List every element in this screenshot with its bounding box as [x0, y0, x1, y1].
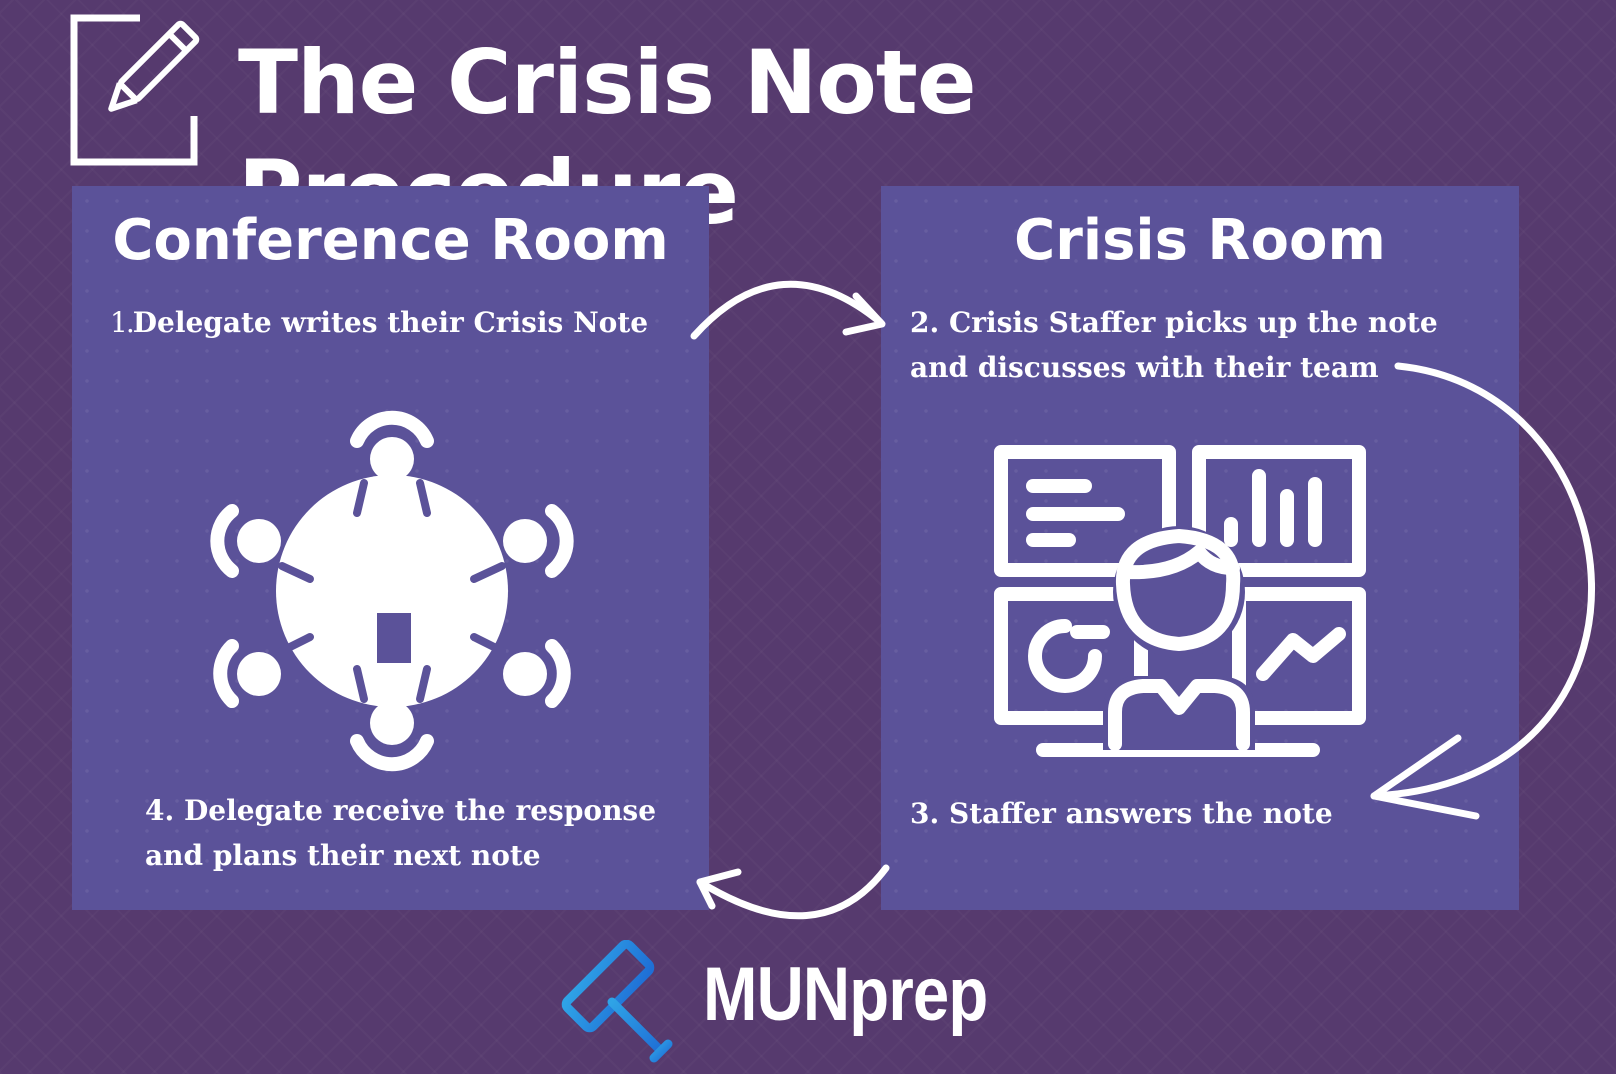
conference-room-title: Conference Room [112, 208, 669, 273]
step-3-text: 3. Staffer answers the note [910, 797, 1333, 830]
brand-name: MUNprep [703, 952, 988, 1037]
dashboard-analyst-icon [994, 445, 1366, 757]
step-4-line-1: 4. Delegate receive the response [145, 794, 657, 827]
arrow-step-1-to-2 [690, 280, 886, 340]
step-4-text: 4. Delegate receive the response and plan… [145, 788, 656, 878]
step-1-text: 1.Delegate writes their Crisis Note [110, 300, 648, 345]
step-1-label: Delegate writes their Crisis Note [132, 306, 649, 339]
conference-room-panel: Conference Room 1.Delegate writes their … [72, 186, 709, 910]
step-2-line-1: 2. Crisis Staffer picks up the note [910, 306, 1438, 339]
edit-note-icon [70, 14, 200, 166]
step-1-number: 1. [110, 306, 135, 339]
conference-table-icon [210, 410, 574, 772]
crisis-room-panel: Crisis Room 2. Crisis Staffer picks up t… [881, 186, 1519, 910]
step-4-line-2: and plans their next note [145, 839, 541, 872]
step-2-text: 2. Crisis Staffer picks up the note and d… [910, 300, 1438, 390]
arrow-step-3-to-4 [696, 864, 890, 920]
crisis-room-title: Crisis Room [1014, 208, 1386, 273]
step-2-line-2: and discusses with their team [910, 351, 1379, 384]
gavel-icon [561, 940, 673, 1063]
